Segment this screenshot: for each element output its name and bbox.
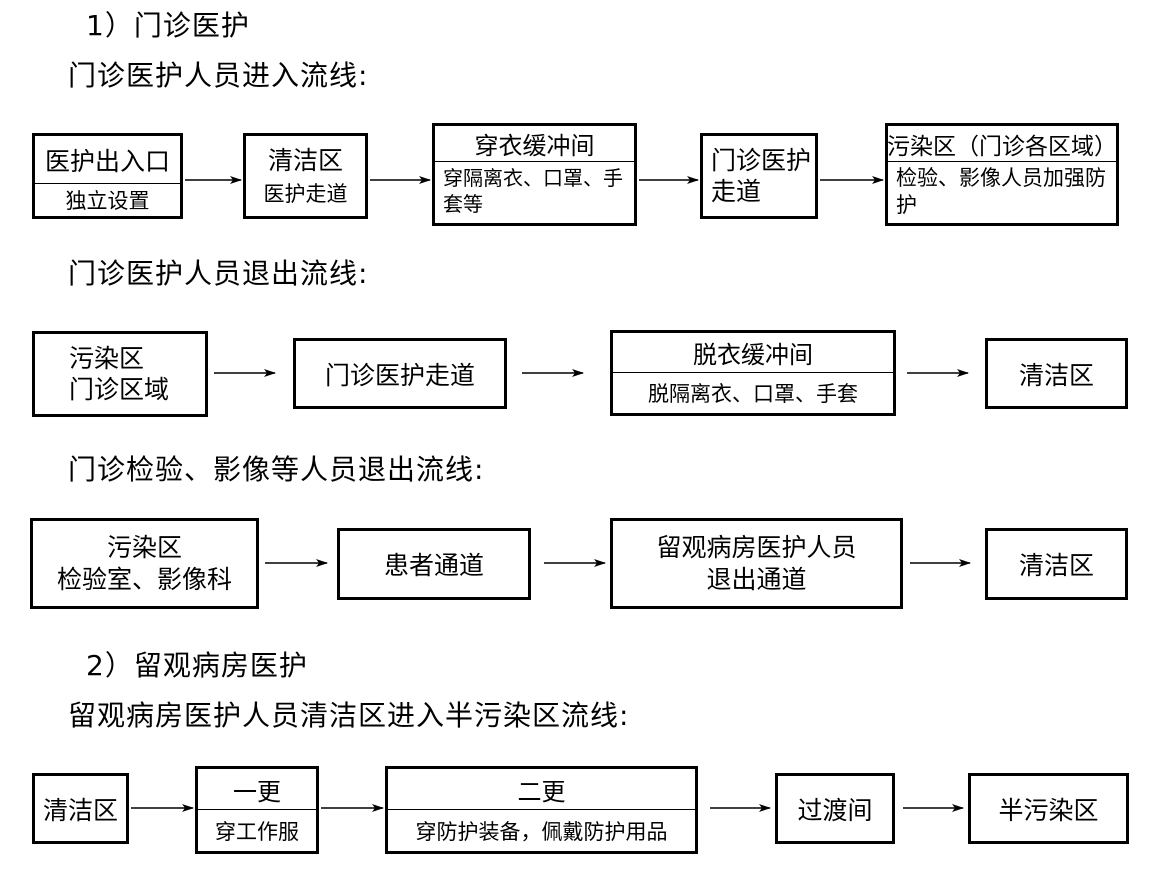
- flow1-box-contaminated-zone-sub: 检验、影像人员加强防护: [896, 166, 1106, 218]
- flow1-box-dressing-buffer-sub: 穿隔离衣、口罩、手套等: [443, 166, 623, 216]
- flow3-box-patient-corridor: 患者通道: [337, 528, 531, 600]
- flow4-box-first-changing-title: 一更: [198, 769, 316, 810]
- flow4-box-second-changing-sub: 穿防护装备，佩戴防护用品: [415, 819, 668, 844]
- flow2-heading: 门诊医护人员退出流线:: [68, 257, 369, 290]
- flow4-heading: 留观病房医护人员清洁区进入半污染区流线:: [68, 699, 630, 732]
- flow3-box-contaminated-zone-line2: 检验室、影像科: [56, 564, 232, 594]
- flow1-heading: 门诊医护人员进入流线:: [68, 59, 369, 92]
- flow2-box-clean-zone: 清洁区: [985, 338, 1128, 409]
- flow1-box-contaminated-zone: 污染区（门诊各区域） 检验、影像人员加强防护: [885, 123, 1119, 226]
- flow1-box-contaminated-zone-title: 污染区（门诊各区域）: [887, 126, 1117, 162]
- flow4-box-clean-zone-label: 清洁区: [42, 795, 118, 825]
- flow4-box-transition-room-label: 过渡间: [797, 795, 873, 825]
- flow2-box-clinic-corridor-label: 门诊医护走道: [324, 360, 475, 390]
- flow3-box-clean-zone: 清洁区: [985, 528, 1128, 600]
- flow3-box-contaminated-zone-line1: 污染区: [106, 533, 182, 563]
- flow4-box-first-changing-sub: 穿工作服: [215, 819, 299, 844]
- flow4-box-first-changing: 一更 穿工作服: [195, 766, 319, 854]
- flow4-box-clean-zone: 清洁区: [32, 773, 129, 844]
- flow2-box-undressing-buffer: 脱衣缓冲间 脱隔离衣、口罩、手套: [610, 330, 896, 416]
- flow4-box-semi-contaminated-zone: 半污染区: [968, 773, 1129, 844]
- flow4-box-transition-room: 过渡间: [775, 773, 895, 844]
- flow2-box-undressing-buffer-sub: 脱隔离衣、口罩、手套: [648, 382, 858, 406]
- flow1-box-entrance-sub: 独立设置: [65, 189, 150, 213]
- flow1-box-dressing-buffer-title: 穿衣缓冲间: [435, 126, 634, 162]
- flow3-box-patient-corridor-label: 患者通道: [383, 551, 484, 580]
- flow2-box-undressing-buffer-title: 脱衣缓冲间: [613, 333, 893, 373]
- flow1-box-clean-zone-line2: 医护走道: [263, 181, 348, 206]
- flow1-box-clean-zone-line1: 清洁区: [267, 146, 343, 176]
- flow1-box-entrance-title: 医护出入口: [35, 136, 180, 184]
- flow4-box-semi-contaminated-zone-label: 半污染区: [998, 795, 1099, 825]
- flow3-box-clean-zone-label: 清洁区: [1018, 551, 1094, 580]
- flow2-box-clinic-corridor: 门诊医护走道: [293, 338, 507, 409]
- flow3-box-ward-exit-corridor-line2: 退出通道: [706, 564, 807, 594]
- flow2-box-clean-zone-label: 清洁区: [1018, 360, 1094, 390]
- section1-heading: 1）门诊医护: [86, 9, 250, 42]
- flow4-box-second-changing-title: 二更: [388, 769, 695, 810]
- flow3-box-ward-exit-corridor: 留观病房医护人员 退出通道: [610, 518, 903, 609]
- flow1-box-dressing-buffer: 穿衣缓冲间 穿隔离衣、口罩、手套等: [432, 123, 637, 226]
- flow4-box-second-changing: 二更 穿防护装备，佩戴防护用品: [385, 766, 698, 854]
- section2-heading: 2）留观病房医护: [86, 649, 308, 682]
- flow3-box-contaminated-zone: 污染区 检验室、影像科: [30, 518, 259, 609]
- flow2-box-contaminated-zone-line1: 污染区: [69, 343, 145, 373]
- flow2-box-contaminated-zone-line2: 门诊区域: [69, 375, 170, 404]
- flow2-box-contaminated-zone: 污染区 门诊区域: [32, 331, 208, 417]
- flow1-box-clinic-corridor-line1: 门诊医护: [711, 145, 812, 175]
- flow1-box-entrance: 医护出入口 独立设置: [32, 133, 183, 219]
- flow1-box-clinic-corridor-line2: 走道: [711, 177, 762, 206]
- flow3-box-ward-exit-corridor-line1: 留观病房医护人员: [656, 533, 857, 563]
- flow1-box-clinic-corridor: 门诊医护 走道: [700, 133, 818, 219]
- flow3-heading: 门诊检验、影像等人员退出流线:: [68, 453, 485, 486]
- flow1-box-clean-zone: 清洁区 医护走道: [243, 133, 368, 219]
